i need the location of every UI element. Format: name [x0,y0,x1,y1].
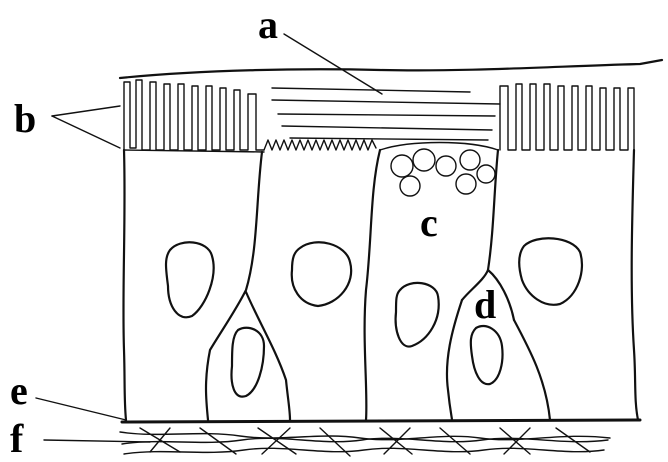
leader-b-bottom [52,116,120,148]
leader-f [44,440,150,442]
goblet-granules [391,149,495,196]
label-e: e [10,368,28,413]
connective-tissue [120,428,610,456]
label-a: a [258,2,278,47]
leader-e [36,398,126,420]
label-b: b [14,96,36,141]
label-c: c [420,200,438,245]
leader-a [284,34,382,94]
label-f: f [10,416,24,461]
cell-walls [123,143,638,421]
leader-lines [36,34,382,442]
microvilli-right [500,84,634,150]
nuclei [166,238,582,396]
basement-membrane [122,420,640,422]
leader-b-top [52,106,120,116]
label-d: d [474,282,496,327]
surface-layer [120,60,662,140]
